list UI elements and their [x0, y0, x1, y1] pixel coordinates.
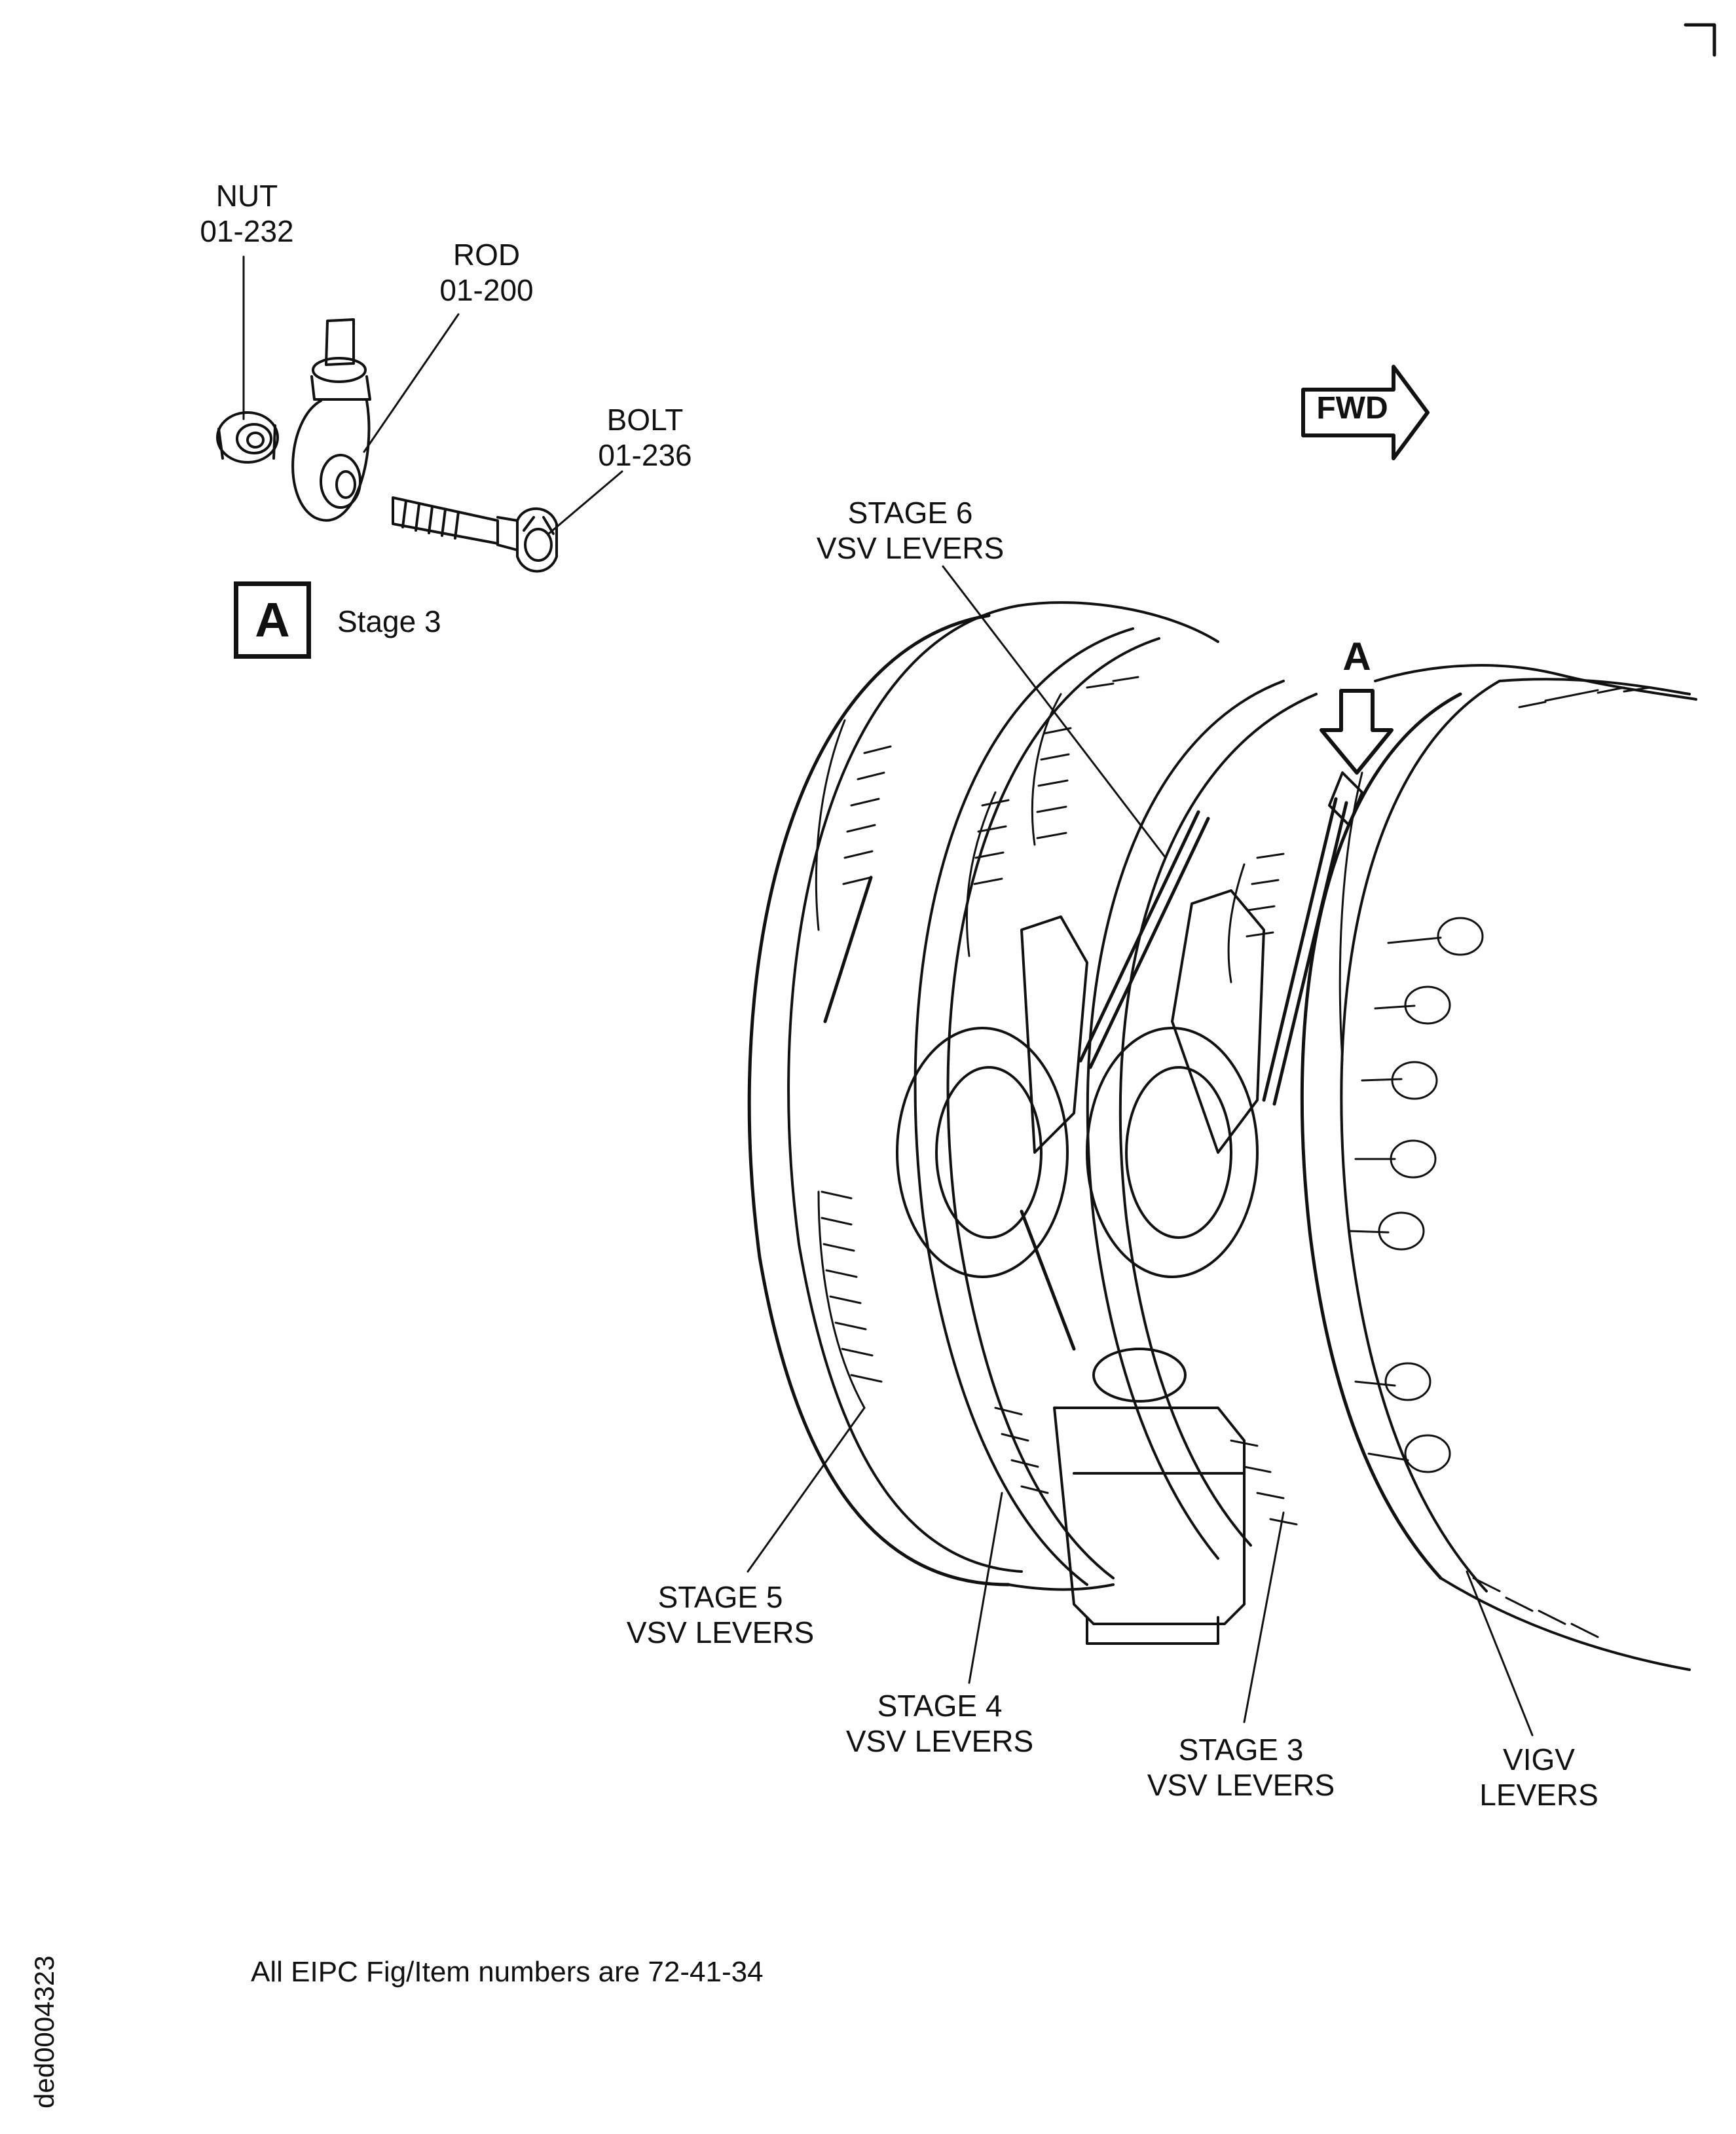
bolt-part — [392, 496, 558, 573]
nut-part — [216, 411, 279, 464]
vigv-label: VIGV LEVERS — [1447, 1742, 1631, 1812]
bolt-number: 01-236 — [598, 438, 692, 472]
corner-mark — [1684, 23, 1716, 57]
stage6-lever-row — [1031, 676, 1139, 846]
rod-name: ROD — [452, 238, 521, 272]
nut-number: 01-232 — [200, 214, 294, 248]
rod-number: 01-200 — [439, 273, 534, 307]
leader-vigv — [1466, 1570, 1534, 1737]
stage3-label: STAGE 3 VSV LEVERS — [1123, 1732, 1359, 1803]
stage4-label: STAGE 4 VSV LEVERS — [822, 1688, 1058, 1759]
view-a-letter: A — [1342, 635, 1371, 678]
vigv-line1: VIGV — [1503, 1742, 1575, 1776]
bellcrank-assembly — [896, 771, 1363, 1278]
bolt-name: BOLT — [606, 403, 684, 437]
stage3-line2: VSV LEVERS — [1147, 1768, 1335, 1802]
stage4-line2: VSV LEVERS — [845, 1724, 1034, 1758]
stage6-label: STAGE 6 VSV LEVERS — [792, 495, 1028, 566]
document-id: ded0004323 — [29, 1955, 60, 2108]
stage4-line1: STAGE 4 — [877, 1689, 1003, 1723]
stage4-lever-row — [965, 791, 1049, 1494]
leader-rod — [363, 313, 460, 453]
stage5-line1: STAGE 5 — [657, 1580, 783, 1614]
bolt-callout: BOLT 01-236 — [583, 402, 707, 473]
rod-callout: ROD 01-200 — [424, 237, 549, 308]
stage6-line2: VSV LEVERS — [816, 531, 1005, 565]
leader-stage4 — [968, 1492, 1003, 1684]
detail-a-box: A — [234, 581, 311, 659]
compressor-case — [747, 601, 1697, 1671]
stage6-line1: STAGE 6 — [847, 496, 973, 530]
rod-end-part — [291, 318, 371, 522]
actuator — [1053, 1348, 1246, 1645]
fwd-arrow — [1301, 365, 1430, 460]
connecting-rods — [823, 797, 1348, 1351]
stage5-label: STAGE 5 VSV LEVERS — [602, 1579, 838, 1650]
vigv-line2: LEVERS — [1479, 1778, 1598, 1812]
nut-callout: NUT 01-232 — [185, 178, 309, 249]
stage5-lever-row — [815, 719, 892, 1409]
leader-stage5 — [747, 1407, 866, 1573]
fwd-label: FWD — [1316, 391, 1388, 426]
vigv-lever-row — [1339, 686, 1652, 1638]
stage3-line1: STAGE 3 — [1178, 1733, 1304, 1767]
detail-caption: Stage 3 — [337, 604, 441, 638]
leader-bolt — [547, 470, 623, 535]
leader-stage3 — [1243, 1511, 1285, 1723]
view-a-arrow — [1320, 689, 1394, 775]
footnote: All EIPC Fig/Item numbers are 72-41-34 — [251, 1956, 764, 1988]
leader-stage6 — [942, 565, 1167, 859]
nut-name: NUT — [215, 179, 278, 213]
stage5-line2: VSV LEVERS — [626, 1615, 815, 1649]
